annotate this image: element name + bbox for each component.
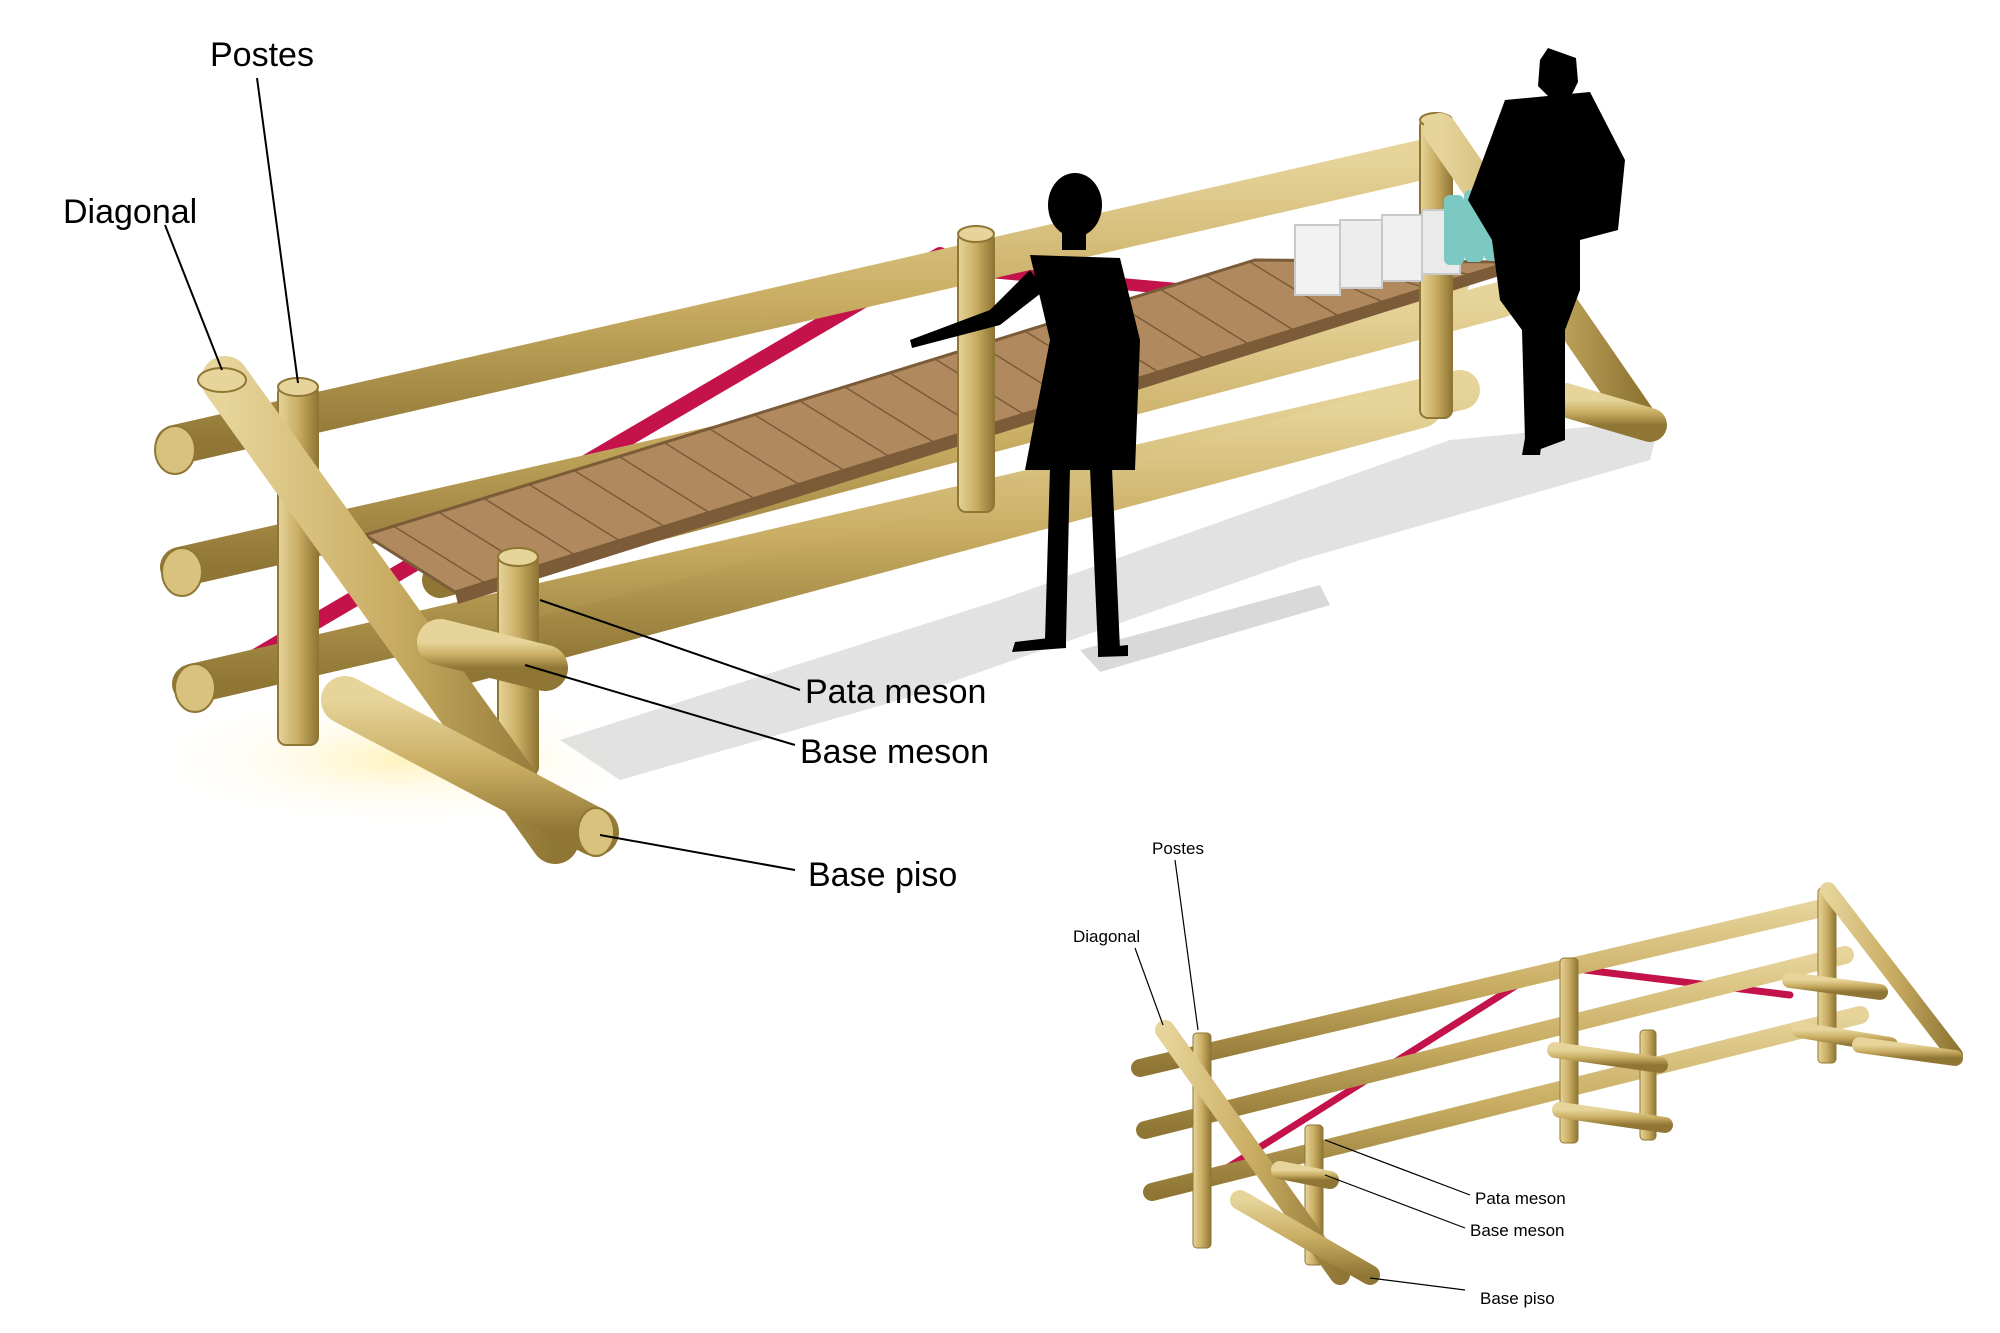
leader-postes xyxy=(256,77,299,384)
inset-base-piso-back xyxy=(1852,1037,1963,1066)
inset-leader-pata-meson xyxy=(1324,1139,1471,1196)
person-shadow xyxy=(1080,585,1330,672)
inset-label-postes: Postes xyxy=(1152,839,1204,858)
inset-leader-lines xyxy=(1134,859,1471,1291)
inset-label-diagonal: Diagonal xyxy=(1073,927,1141,946)
inset-figure xyxy=(1131,859,1963,1291)
leader-diagonal xyxy=(164,224,223,371)
inset-leader-diagonal xyxy=(1134,947,1164,1026)
post-middle xyxy=(957,231,995,513)
label-diagonal: Diagonal xyxy=(63,193,198,231)
label-base-piso: Base piso xyxy=(808,856,958,894)
middle-rail-end xyxy=(161,547,203,597)
inset-base-piso xyxy=(1230,1190,1380,1285)
top-rail-end xyxy=(154,425,196,475)
base-meson-front xyxy=(417,619,568,691)
diagonal-front-top xyxy=(197,367,247,393)
base-piso-end xyxy=(577,807,615,857)
inset-label-base-piso: Base piso xyxy=(1480,1289,1555,1308)
inset-meson-frame-3 xyxy=(1782,972,1888,1000)
top-rail xyxy=(155,138,1450,465)
inset-diagonal-back xyxy=(1820,882,1963,1063)
inset-label-pata-meson: Pata meson xyxy=(1475,1189,1566,1208)
label-base-meson: Base meson xyxy=(800,733,989,771)
leader-base-meson xyxy=(524,664,796,746)
inset-red-strap-2 xyxy=(1581,966,1794,999)
person-silhouette-man xyxy=(1468,48,1625,455)
inset-base-meson xyxy=(1271,1161,1339,1189)
pata-meson-post-top xyxy=(497,547,539,567)
label-postes: Postes xyxy=(210,36,314,74)
person-silhouette-woman xyxy=(910,173,1140,657)
inset-top-rail xyxy=(1131,896,1844,1077)
leader-pata-meson xyxy=(539,599,801,691)
main-leader-lines xyxy=(164,77,801,871)
inset-label-base-meson: Base meson xyxy=(1470,1221,1565,1240)
inset-leader-postes xyxy=(1174,859,1199,1031)
lower-rail-end xyxy=(174,663,216,713)
base-piso-back xyxy=(1548,383,1667,442)
inset-meson-frame-2 xyxy=(1552,1102,1673,1133)
post-middle-top xyxy=(957,225,995,243)
inset-leader-base-meson xyxy=(1324,1174,1466,1229)
inset-middle-rail xyxy=(1136,946,1854,1139)
leader-base-piso xyxy=(599,834,796,871)
base-piso xyxy=(321,676,619,856)
main-figure xyxy=(140,48,1667,871)
inset-leader-base-piso xyxy=(1369,1277,1466,1291)
inset-meson-frame xyxy=(1547,1042,1668,1073)
base-meson-rail xyxy=(437,382,1443,685)
label-pata-meson: Pata meson xyxy=(805,673,987,711)
